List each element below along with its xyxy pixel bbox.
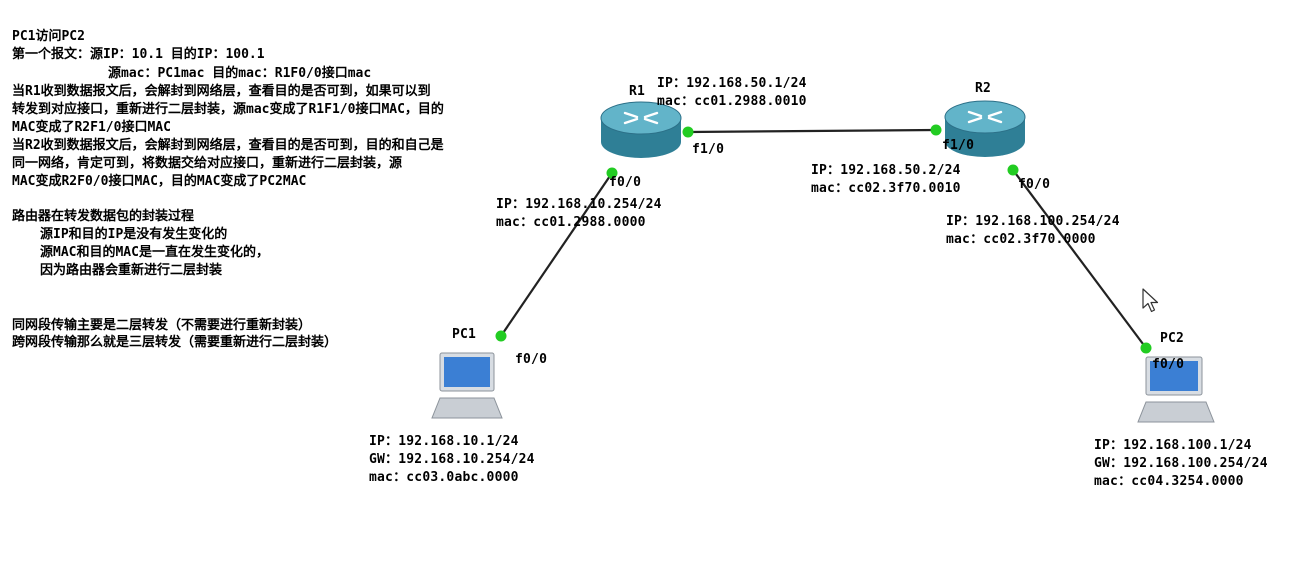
pc1-gw: GW：192.168.10.254/24 bbox=[369, 452, 535, 467]
r1-f10-ip: IP：192.168.50.1/24 bbox=[657, 76, 807, 91]
note-line: MAC变成R2F0/0接口MAC，目的MAC变成了PC2MAC bbox=[12, 174, 307, 189]
port-dot-r2-f10[interactable] bbox=[930, 124, 942, 136]
pc2-label: PC2 bbox=[1160, 331, 1185, 346]
link-r1-r2 bbox=[687, 128, 937, 134]
port-dot-r1-f00[interactable] bbox=[606, 167, 618, 179]
pc2-mac: mac：cc04.3254.0000 bbox=[1094, 474, 1244, 489]
note-line: 当R2收到数据报文后，会解封到网络层，查看目的是否可到，目的和自己是 bbox=[12, 138, 444, 153]
r2-f00-mac: mac：cc02.3f70.0000 bbox=[946, 232, 1096, 247]
pc2-gw: GW：192.168.100.254/24 bbox=[1094, 456, 1268, 471]
r2-f10-mac: mac：cc02.3f70.0010 bbox=[811, 181, 961, 196]
note-line: 同网段传输主要是二层转发（不需要进行重新封装） bbox=[12, 318, 312, 333]
pc2-port-label: f0/0 bbox=[1152, 357, 1185, 372]
port-dot-r2-f00[interactable] bbox=[1007, 164, 1019, 176]
router-r1-label: R1 bbox=[629, 84, 646, 99]
note-line: 源IP和目的IP是没有发生变化的 bbox=[40, 227, 228, 242]
pc2-icon[interactable] bbox=[1137, 356, 1215, 423]
note-line: 当R1收到数据报文后，会解封到网络层，查看目的是否可到，如果可以到 bbox=[12, 84, 431, 99]
r2-f00-port-label: f0/0 bbox=[1018, 177, 1051, 192]
pc1-mac: mac：cc03.0abc.0000 bbox=[369, 470, 519, 485]
link-r2-pc2 bbox=[1012, 169, 1147, 349]
note-line: 转发到对应接口，重新进行二层封装，源mac变成了R1F1/0接口MAC，目的 bbox=[12, 102, 444, 117]
r1-f10-port-label: f1/0 bbox=[692, 142, 725, 157]
note-line: 源MAC和目的MAC是一直在发生变化的， bbox=[40, 245, 269, 260]
port-dot-r1-f10[interactable] bbox=[682, 126, 694, 138]
r1-f00-port-label: f0/0 bbox=[609, 175, 642, 190]
note-line: MAC变成了R2F1/0接口MAC bbox=[12, 120, 171, 135]
r1-f00-mac: mac：cc01.2988.0000 bbox=[496, 215, 646, 230]
r1-f00-ip: IP：192.168.10.254/24 bbox=[496, 197, 662, 212]
r2-f10-port-label: f1/0 bbox=[942, 138, 975, 153]
pc1-port-label: f0/0 bbox=[515, 352, 548, 367]
router-r2-icon[interactable] bbox=[944, 100, 1026, 157]
router-r2-label: R2 bbox=[975, 81, 992, 96]
pc1-icon[interactable] bbox=[431, 352, 503, 419]
port-dot-pc2[interactable] bbox=[1140, 342, 1152, 354]
note-line: 第一个报文：源IP：10.1 目的IP：100.1 bbox=[12, 47, 265, 62]
port-dot-pc1[interactable] bbox=[495, 330, 507, 342]
mouse-pointer-icon bbox=[1142, 288, 1159, 313]
r2-f00-ip: IP：192.168.100.254/24 bbox=[946, 214, 1120, 229]
pc1-label: PC1 bbox=[452, 327, 477, 342]
note-line: 跨网段传输那么就是三层转发（需要重新进行二层封装） bbox=[12, 335, 338, 350]
r2-f10-ip: IP：192.168.50.2/24 bbox=[811, 163, 961, 178]
note-line: PC1访问PC2 bbox=[12, 29, 85, 44]
note-line: 同一网络，肯定可到，将数据交给对应接口，重新进行二层封装，源 bbox=[12, 156, 403, 171]
note-line: 因为路由器会重新进行二层封装 bbox=[40, 263, 223, 278]
note-line: 路由器在转发数据包的封装过程 bbox=[12, 209, 195, 224]
pc2-ip: IP：192.168.100.1/24 bbox=[1094, 438, 1252, 453]
r1-f10-mac: mac：cc01.2988.0010 bbox=[657, 94, 807, 109]
link-r1-pc1 bbox=[500, 172, 613, 337]
pc1-ip: IP：192.168.10.1/24 bbox=[369, 434, 519, 449]
router-r1-icon[interactable] bbox=[600, 101, 682, 158]
note-line: 源mac：PC1mac 目的mac：R1F0/0接口mac bbox=[108, 66, 372, 81]
